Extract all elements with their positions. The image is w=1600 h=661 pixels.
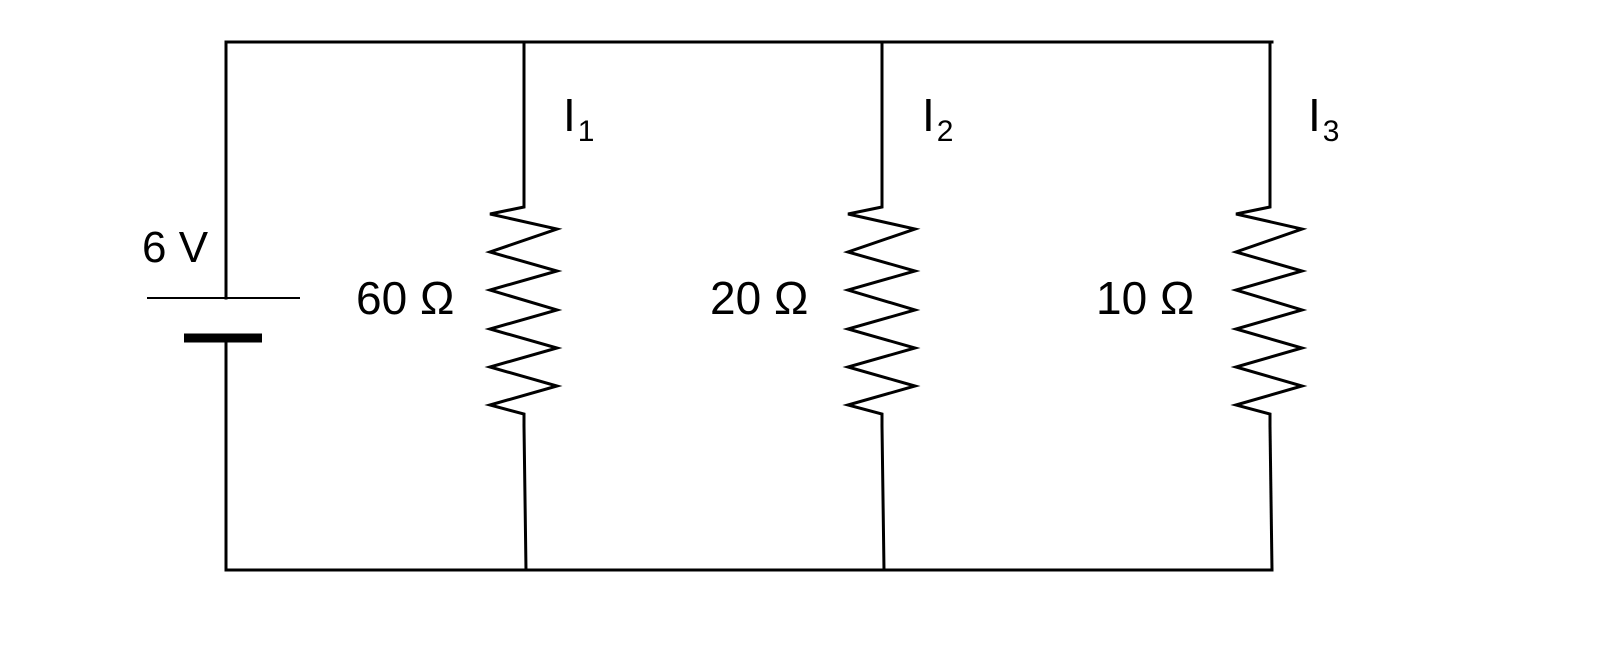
current-symbol-3: I — [1308, 89, 1321, 141]
resistor-20-ohm — [842, 192, 921, 426]
resistor-10-ohm — [1230, 192, 1308, 426]
branch-2-wire-bottom — [880, 424, 886, 572]
current-label-2: I2 — [922, 92, 953, 147]
resistance-label-3: 10 Ω — [1096, 272, 1195, 324]
current-symbol-1: I — [563, 89, 576, 141]
current-subscript-2: 2 — [936, 115, 954, 148]
current-symbol-2: I — [922, 89, 935, 141]
current-subscript-1: 1 — [577, 115, 595, 148]
current-label-3: I3 — [1308, 92, 1339, 147]
resistance-label-2: 20 Ω — [710, 272, 809, 324]
current-subscript-3: 3 — [1322, 115, 1340, 148]
source-voltage-label: 6 V — [142, 223, 209, 272]
resistor-60-ohm — [484, 192, 563, 426]
branch-3-wire-bottom — [1268, 424, 1274, 572]
current-label-1: I1 — [563, 92, 594, 147]
branch-1-wire-bottom — [522, 424, 528, 572]
resistance-label-1: 60 Ω — [356, 272, 455, 324]
